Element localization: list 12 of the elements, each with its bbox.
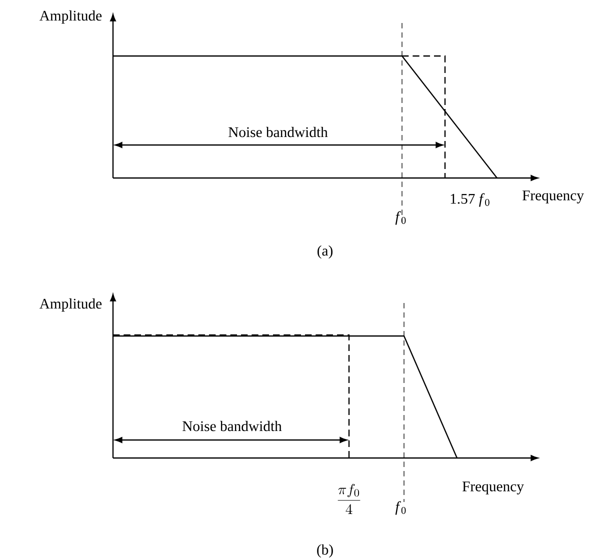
axis-label: Frequency <box>462 482 524 494</box>
axis-label: Frequency <box>522 190 584 204</box>
tick-label: $\frac{\pi f_0}{4}$ <box>338 484 360 514</box>
axis-label: Amplitude <box>39 10 102 24</box>
panel-label: (a) <box>318 245 332 259</box>
axis-label: Amplitude <box>39 298 102 312</box>
tick-label: f$_{0}$ <box>395 211 406 225</box>
dimension-label: Noise bandwidth <box>182 420 282 432</box>
dimension-label: Noise bandwidth <box>228 126 328 138</box>
tick-label: f$_{0}$ <box>395 501 406 515</box>
tick-label: 1.57 f$_{0}$ <box>450 193 490 207</box>
panel-label: (b) <box>317 544 333 558</box>
